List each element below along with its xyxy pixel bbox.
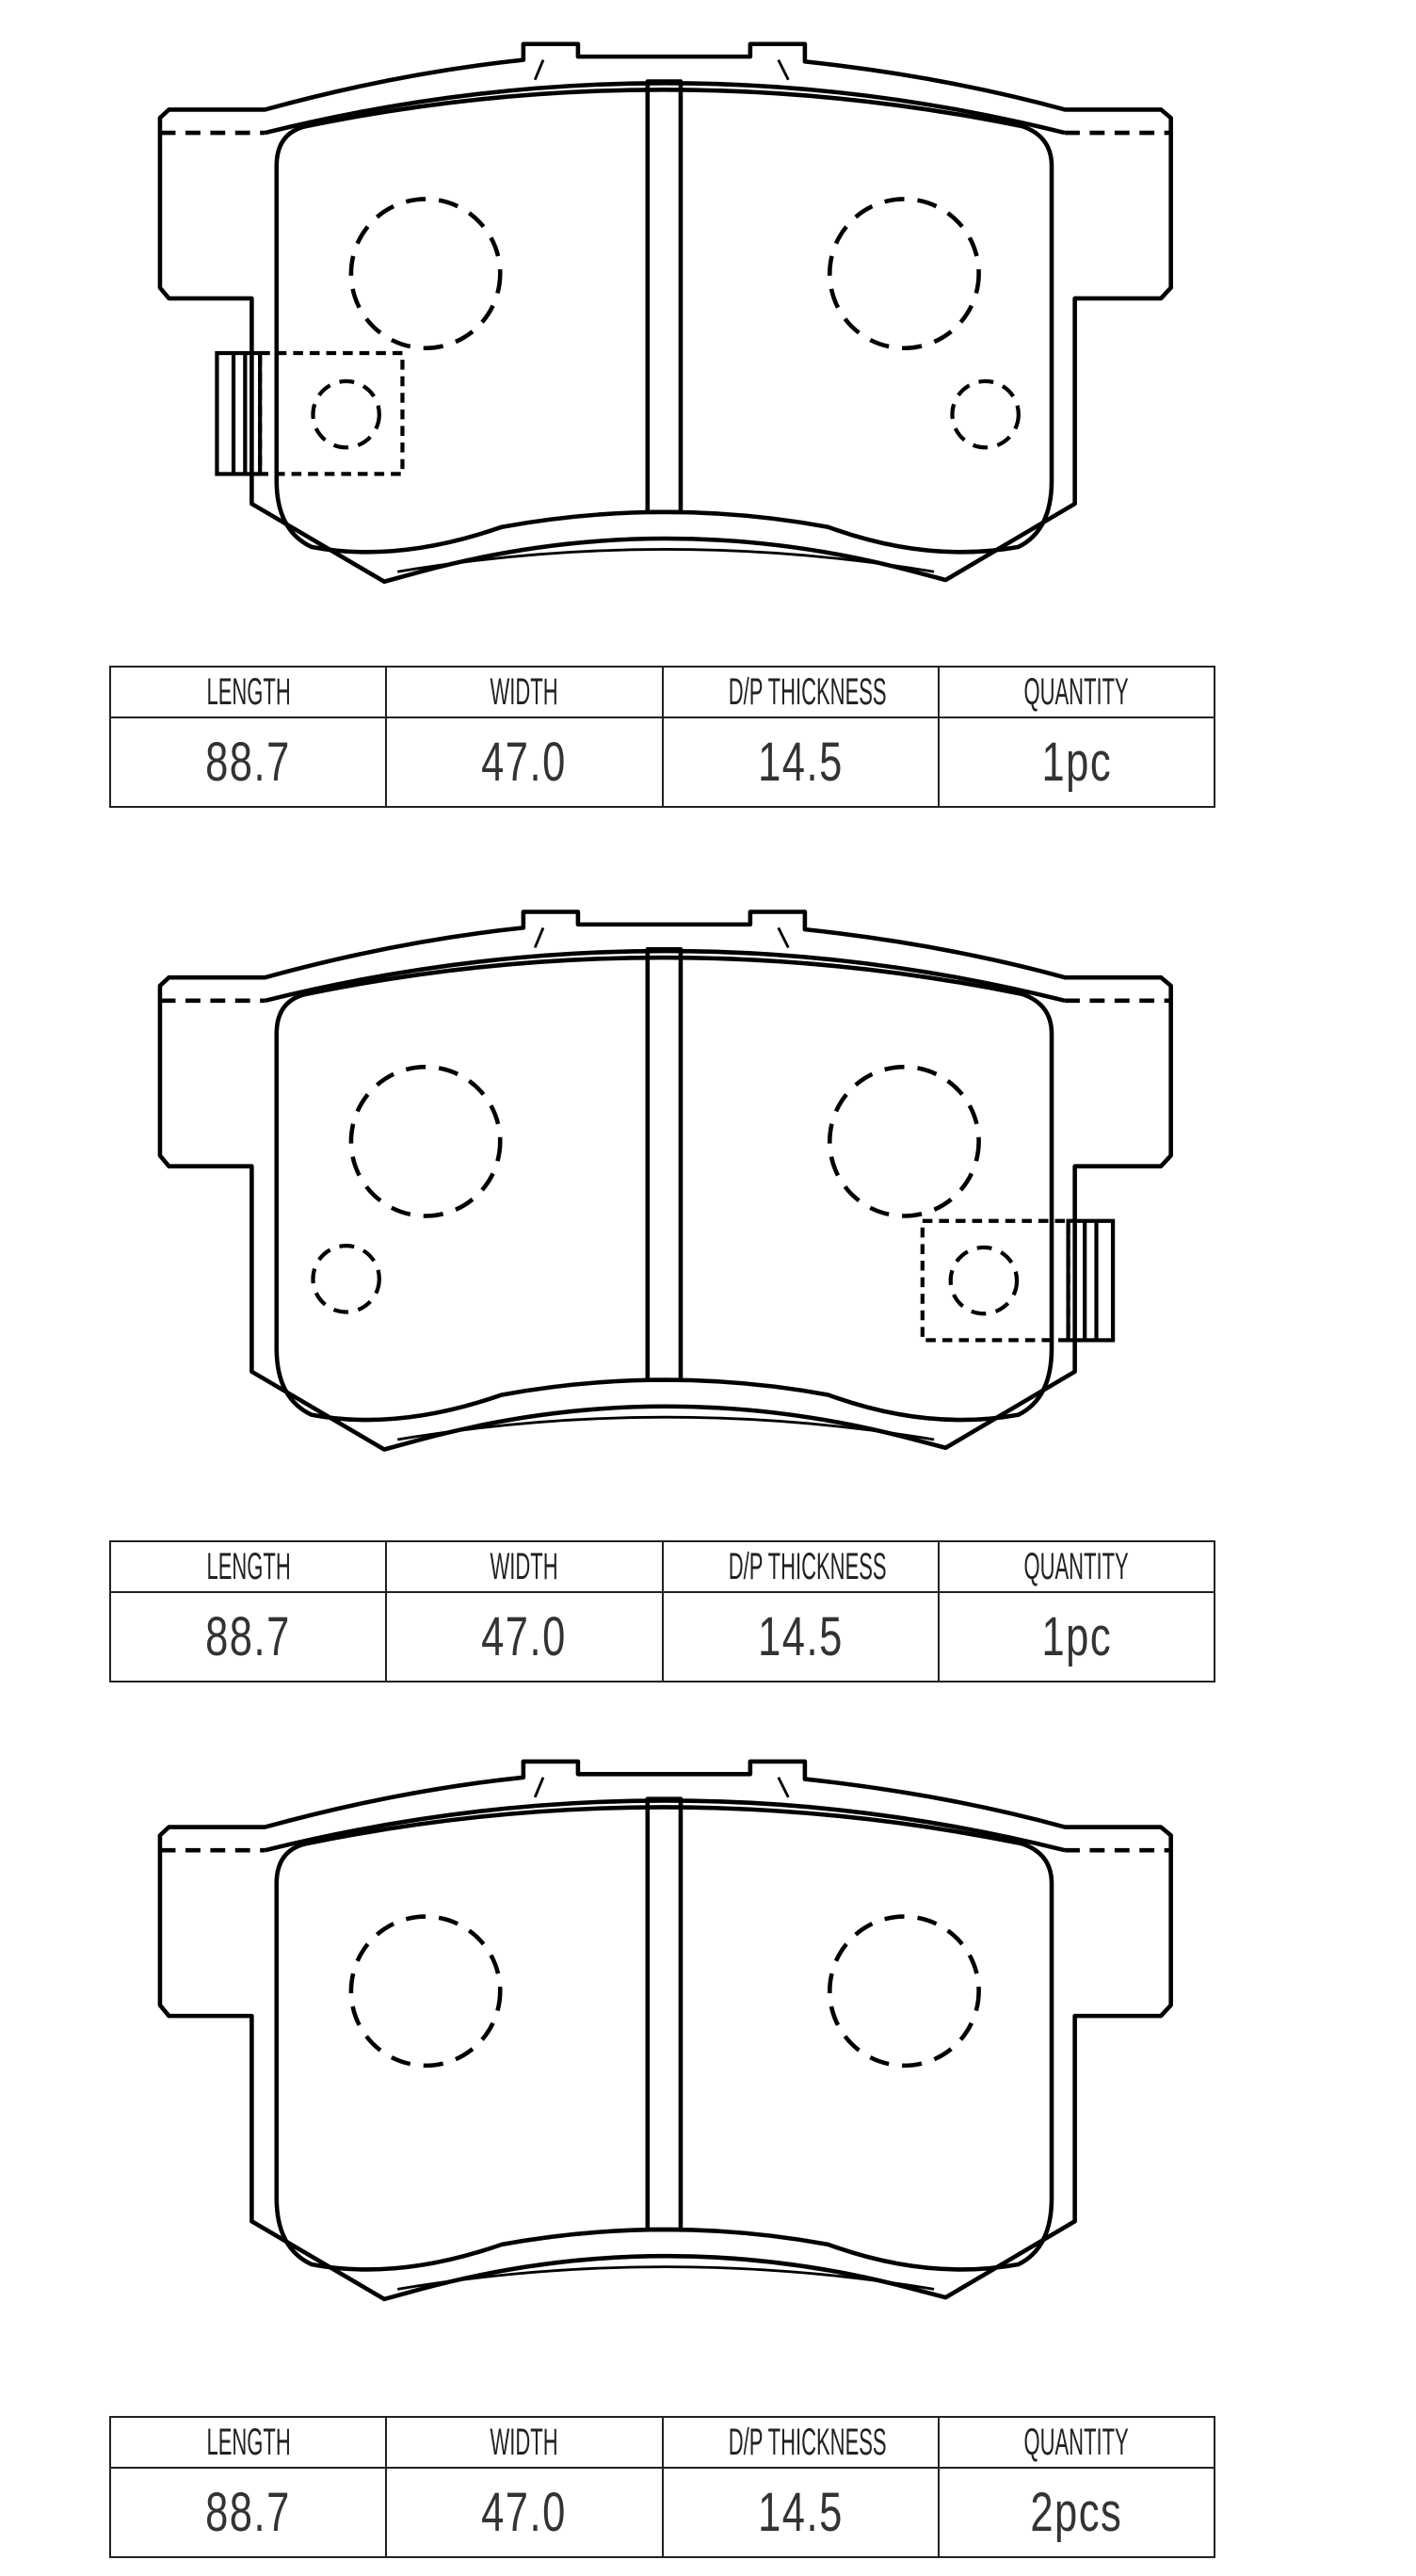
wear-sensor-clip <box>1066 1218 1116 1343</box>
length-label: LENGTH <box>206 2421 291 2463</box>
spec-table-1: LENGTH WIDTH D/P THICKNESS QUANTITY 88.7 47.0… <box>108 666 1216 808</box>
thickness-label: D/P THICKNESS <box>728 670 887 713</box>
width-label: WIDTH <box>490 2421 558 2463</box>
length-value: 88.7 <box>205 1606 291 1667</box>
thickness-value: 14.5 <box>757 732 844 793</box>
value-cell: 88.7 <box>108 716 388 808</box>
value-cell: 14.5 <box>661 1591 940 1682</box>
spec-table-2: LENGTH WIDTH D/P THICKNESS QUANTITY 88.7 47.0… <box>108 1540 1216 1682</box>
pad-outline <box>160 1762 1171 2299</box>
quantity-label: QUANTITY <box>1023 1545 1129 1587</box>
header-cell: QUANTITY <box>937 666 1216 718</box>
brake-pad-3 <box>160 1762 1171 2299</box>
header-cell: QUANTITY <box>937 1540 1216 1593</box>
pad-outline <box>160 44 1171 582</box>
value-cell: 1pc <box>937 1591 1216 1682</box>
wear-sensor-area <box>920 1218 1070 1343</box>
small-hole-right <box>950 378 1021 450</box>
small-hole-left <box>311 378 381 450</box>
wear-sensor-clip <box>215 350 263 476</box>
value-cell: 2pcs <box>937 2467 1216 2558</box>
spec-table-3: LENGTH WIDTH D/P THICKNESS QUANTITY 88.7 47.0… <box>108 2416 1216 2558</box>
header-cell: QUANTITY <box>937 2416 1216 2469</box>
value-cell: 88.7 <box>108 2467 388 2558</box>
header-row: LENGTH WIDTH D/P THICKNESS QUANTITY <box>108 2416 1216 2469</box>
header-cell: D/P THICKNESS <box>661 666 940 718</box>
quantity-value: 2pcs <box>1030 2482 1123 2543</box>
value-cell: 1pc <box>937 716 1216 808</box>
thickness-label: D/P THICKNESS <box>728 1545 887 1587</box>
value-cell: 14.5 <box>661 2467 940 2558</box>
value-row: 88.7 47.0 14.5 1pc <box>108 1591 1216 1682</box>
length-label: LENGTH <box>206 670 291 713</box>
brake-pad-1 <box>160 44 1171 582</box>
clip-lines <box>231 353 248 475</box>
brake-pad-2 <box>160 912 1171 1450</box>
clip-lines <box>1083 1220 1099 1341</box>
small-hole-right <box>948 1245 1020 1316</box>
value-cell: 47.0 <box>385 1591 664 1682</box>
header-cell: WIDTH <box>385 666 664 718</box>
header-row: LENGTH WIDTH D/P THICKNESS QUANTITY <box>108 1540 1216 1593</box>
length-value: 88.7 <box>205 732 291 793</box>
header-cell: WIDTH <box>385 2416 664 2469</box>
small-hole-left <box>311 1244 381 1314</box>
pad-outline <box>160 912 1171 1450</box>
value-row: 88.7 47.0 14.5 1pc <box>108 716 1216 808</box>
value-cell: 88.7 <box>108 1591 388 1682</box>
quantity-label: QUANTITY <box>1023 670 1129 713</box>
thickness-value: 14.5 <box>757 2482 844 2543</box>
header-cell: LENGTH <box>108 666 388 718</box>
header-cell: D/P THICKNESS <box>661 2416 940 2469</box>
value-row: 88.7 47.0 14.5 2pcs <box>108 2467 1216 2558</box>
width-value: 47.0 <box>481 2482 568 2543</box>
width-value: 47.0 <box>481 732 568 793</box>
header-cell: LENGTH <box>108 2416 388 2469</box>
value-cell: 47.0 <box>385 716 664 808</box>
value-cell: 47.0 <box>385 2467 664 2558</box>
width-label: WIDTH <box>490 670 558 713</box>
length-label: LENGTH <box>206 1545 291 1587</box>
value-cell: 14.5 <box>661 716 940 808</box>
width-value: 47.0 <box>481 1606 568 1667</box>
header-row: LENGTH WIDTH D/P THICKNESS QUANTITY <box>108 666 1216 718</box>
thickness-value: 14.5 <box>757 1606 844 1667</box>
quantity-value: 1pc <box>1041 732 1112 793</box>
thickness-label: D/P THICKNESS <box>728 2421 887 2463</box>
header-cell: LENGTH <box>108 1540 388 1593</box>
header-cell: D/P THICKNESS <box>661 1540 940 1593</box>
quantity-label: QUANTITY <box>1023 2421 1129 2463</box>
width-label: WIDTH <box>490 1545 558 1587</box>
quantity-value: 1pc <box>1041 1606 1112 1667</box>
length-value: 88.7 <box>205 2482 291 2543</box>
header-cell: WIDTH <box>385 1540 664 1593</box>
